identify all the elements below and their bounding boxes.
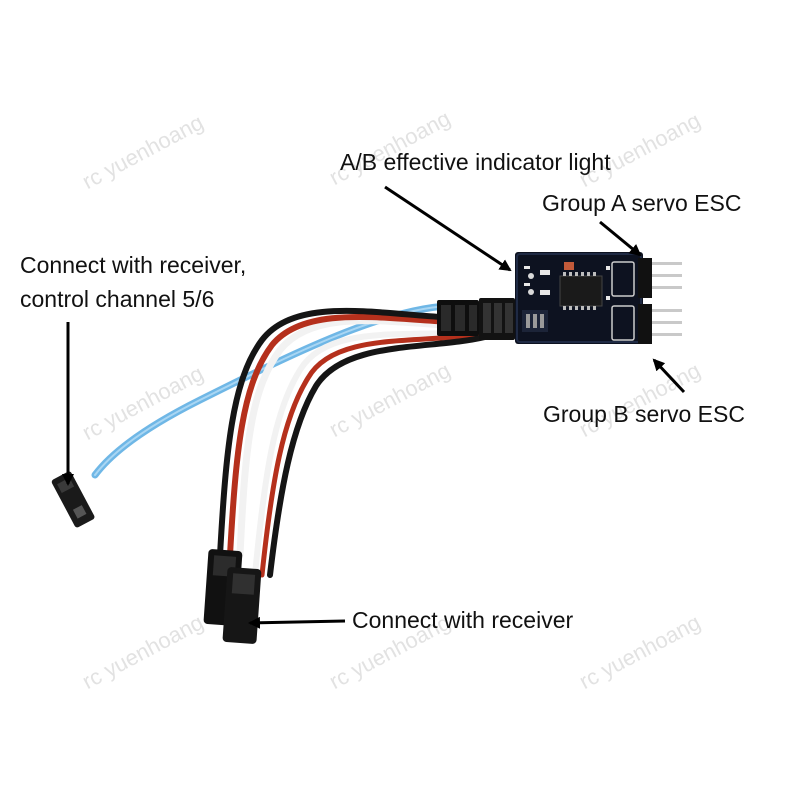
led-a-indicator bbox=[528, 273, 534, 279]
group-b-header-pins bbox=[638, 304, 682, 344]
arrow-indicator bbox=[384, 185, 512, 272]
single-pin-connector bbox=[51, 471, 95, 528]
pcb-board bbox=[515, 252, 643, 344]
arrow-group-b bbox=[652, 358, 686, 394]
board-input-connectors bbox=[437, 298, 515, 340]
group-b-label: Group B servo ESC bbox=[543, 401, 745, 427]
receiver-channel-label-line1: Connect with receiver, bbox=[20, 252, 247, 278]
receiver-lead-wires bbox=[217, 307, 488, 578]
arrow-group-a bbox=[599, 220, 642, 257]
receiver-channel-label-line2: control channel 5/6 bbox=[20, 286, 215, 312]
group-a-header-pins bbox=[638, 258, 682, 298]
receiver-label: Connect with receiver bbox=[352, 607, 574, 633]
indicator-light-label: A/B effective indicator light bbox=[340, 149, 611, 175]
led-b-indicator bbox=[528, 289, 534, 295]
receiver-plug-connectors bbox=[203, 549, 262, 644]
arrow-receiver bbox=[248, 616, 346, 629]
group-a-label: Group A servo ESC bbox=[542, 190, 742, 216]
